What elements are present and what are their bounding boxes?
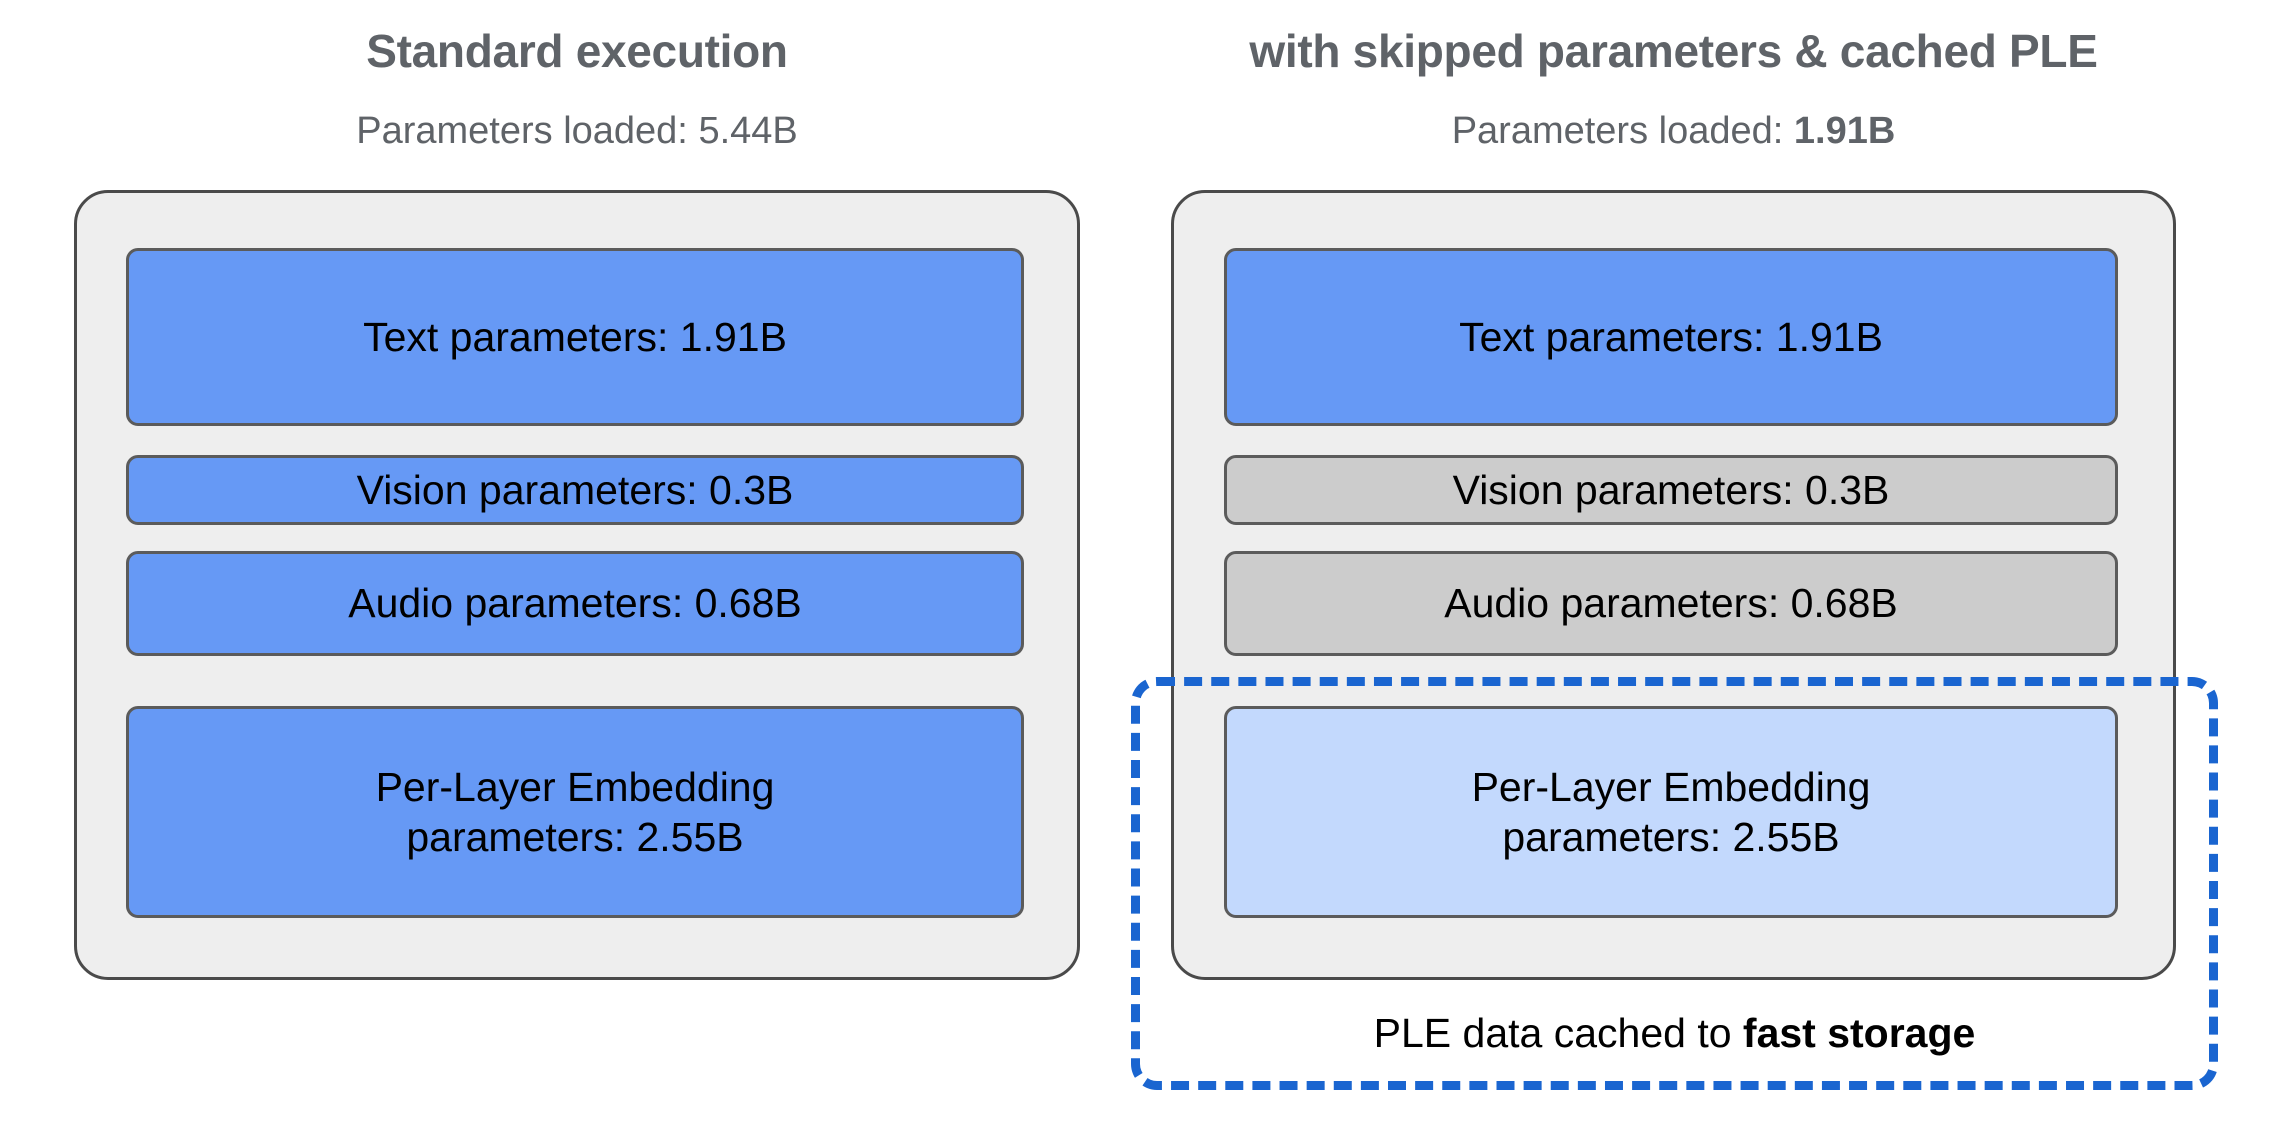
block-label: Audio parameters: 0.68B bbox=[348, 580, 802, 627]
block-label: Text parameters: 1.91B bbox=[1459, 313, 1883, 360]
block-optimized-ple[interactable]: Per-Layer Embedding parameters: 2.55B bbox=[1224, 706, 2118, 918]
block-optimized-vision[interactable]: Vision parameters: 0.3B bbox=[1224, 455, 2118, 525]
block-standard-audio[interactable]: Audio parameters: 0.68B bbox=[126, 551, 1024, 656]
column-subtitle-standard: Parameters loaded: 5.44B bbox=[74, 110, 1080, 153]
block-label: Vision parameters: 0.3B bbox=[1452, 466, 1890, 513]
block-optimized-text[interactable]: Text parameters: 1.91B bbox=[1224, 248, 2118, 426]
column-title-standard: Standard execution bbox=[366, 25, 788, 77]
cache-region-caption: PLE data cached to fast storage bbox=[1131, 1010, 2218, 1057]
column-title-optimized: with skipped parameters & cached PLE bbox=[1249, 25, 2098, 77]
block-label: Per-Layer Embedding parameters: 2.55B bbox=[375, 763, 775, 860]
params-loaded-value-standard: 5.44B bbox=[698, 110, 798, 152]
cache-caption-prefix: PLE data cached to bbox=[1373, 1010, 1743, 1056]
params-loaded-value-optimized: 1.91B bbox=[1793, 110, 1896, 152]
column-subtitle-optimized: Parameters loaded: 1.91B bbox=[1171, 110, 2176, 153]
cache-caption-emphasis: fast storage bbox=[1742, 1010, 1976, 1056]
block-optimized-audio[interactable]: Audio parameters: 0.68B bbox=[1224, 551, 2118, 656]
block-label: Vision parameters: 0.3B bbox=[356, 466, 794, 513]
params-loaded-label-optimized: Parameters loaded: bbox=[1451, 110, 1784, 152]
block-label: Per-Layer Embedding parameters: 2.55B bbox=[1471, 763, 1871, 860]
block-label: Text parameters: 1.91B bbox=[363, 313, 787, 360]
block-label: Audio parameters: 0.68B bbox=[1444, 580, 1898, 627]
params-loaded-label-standard: Parameters loaded: bbox=[356, 110, 688, 152]
block-standard-ple[interactable]: Per-Layer Embedding parameters: 2.55B bbox=[126, 706, 1024, 918]
block-standard-vision[interactable]: Vision parameters: 0.3B bbox=[126, 455, 1024, 525]
block-standard-text[interactable]: Text parameters: 1.91B bbox=[126, 248, 1024, 426]
